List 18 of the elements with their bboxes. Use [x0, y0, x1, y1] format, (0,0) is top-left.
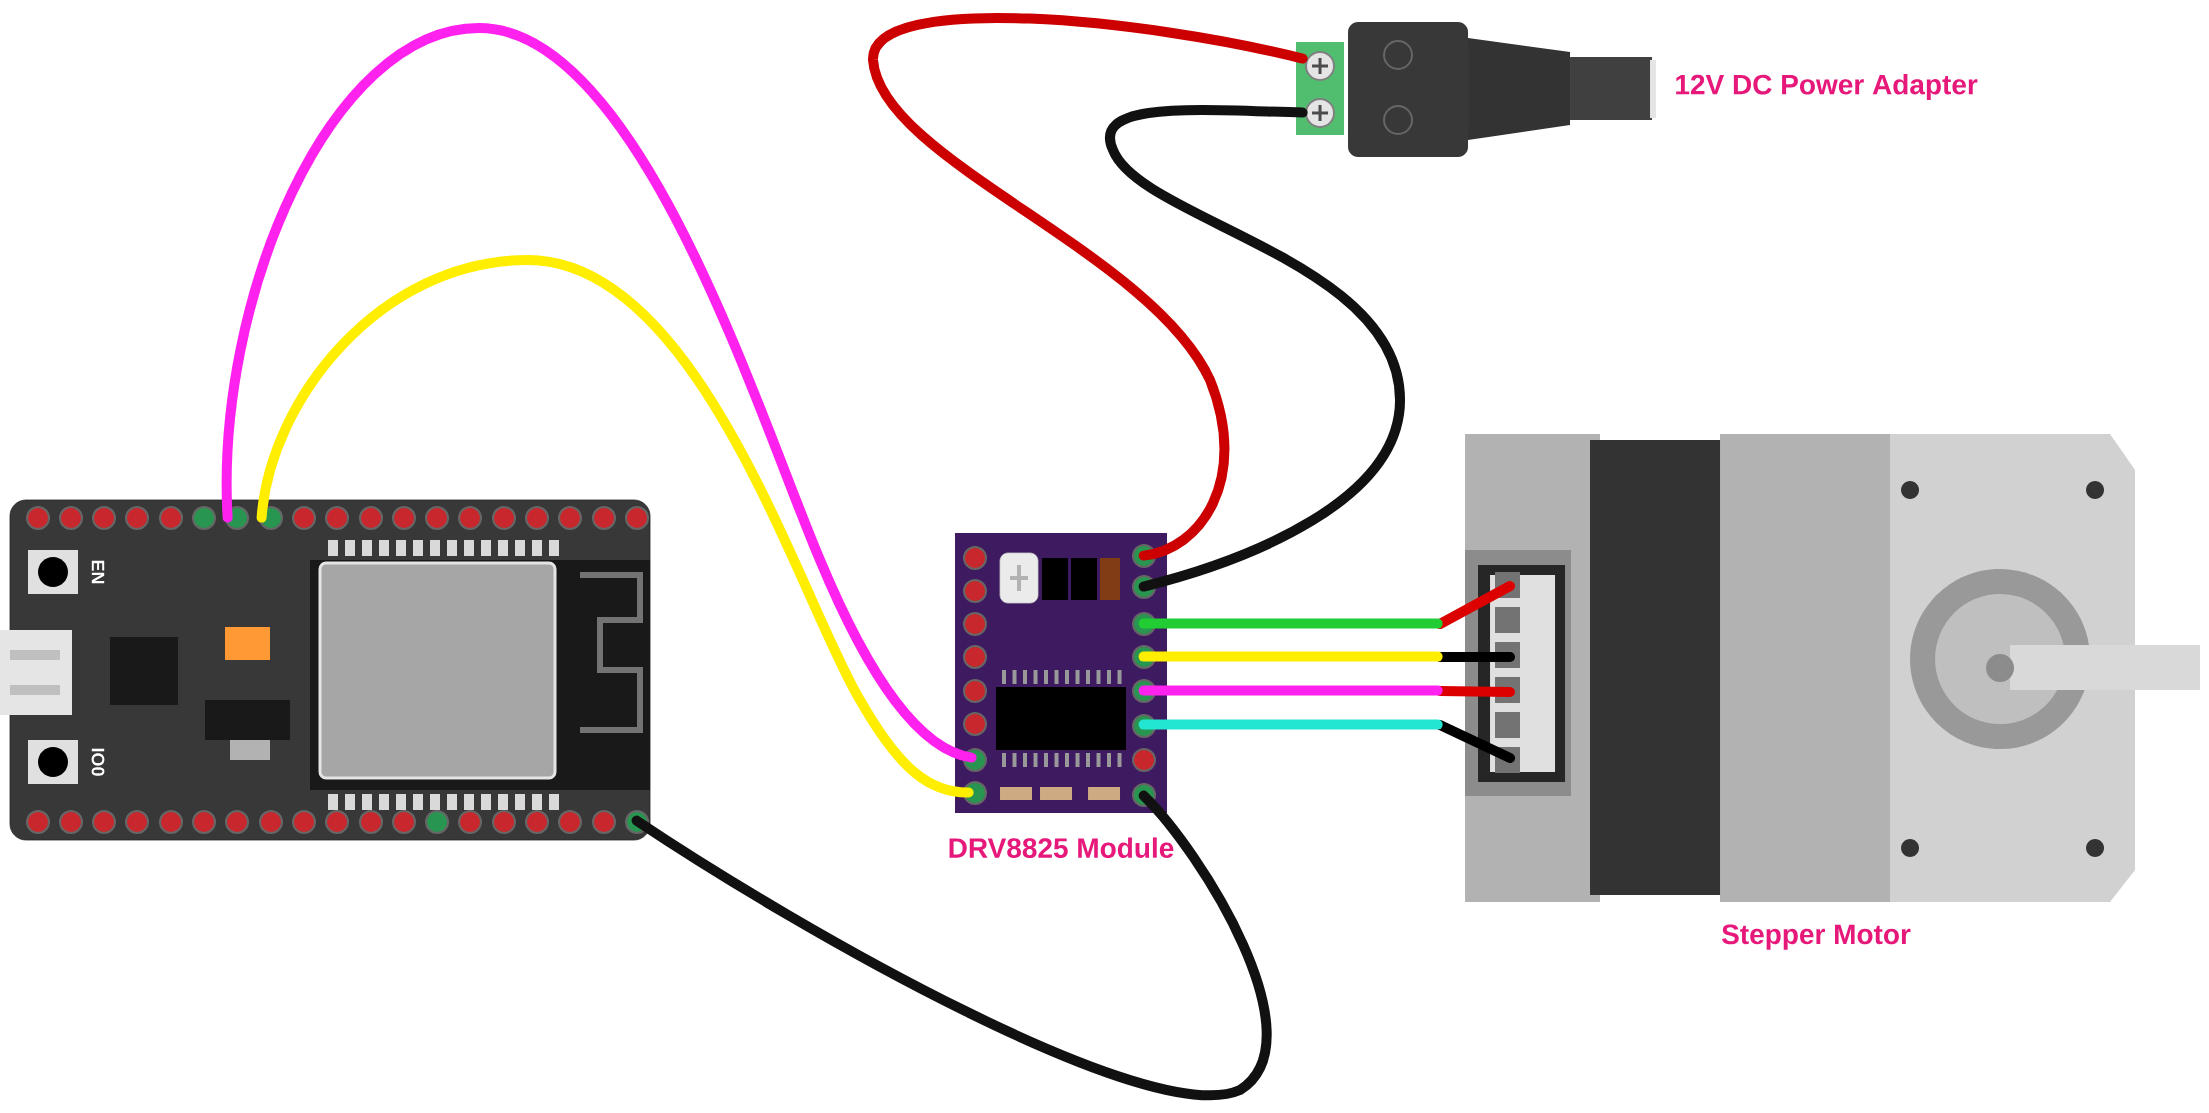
- power-jack-drawing: [1296, 22, 1657, 157]
- button-label: EN: [91, 560, 105, 584]
- stepper-motor-drawing: [1435, 434, 2201, 902]
- wire: [1138, 618, 1443, 629]
- wire: [222, 23, 977, 763]
- button-label: IO0: [91, 748, 105, 776]
- wire: [1138, 651, 1443, 662]
- wire: [868, 12, 1308, 561]
- microcontroller-board-drawing: [0, 499, 651, 841]
- wire: [1104, 105, 1405, 592]
- module-label: DRV8825 Module: [949, 837, 1174, 858]
- wire: [631, 790, 1272, 1101]
- adapter-label: 12V DC Power Adapter: [1676, 73, 1978, 101]
- wire: [1138, 685, 1443, 696]
- motor-label: Stepper Motor: [1721, 924, 1911, 950]
- wire: [1138, 719, 1443, 730]
- driver-module-drawing: [955, 533, 1167, 813]
- wire: [256, 255, 974, 798]
